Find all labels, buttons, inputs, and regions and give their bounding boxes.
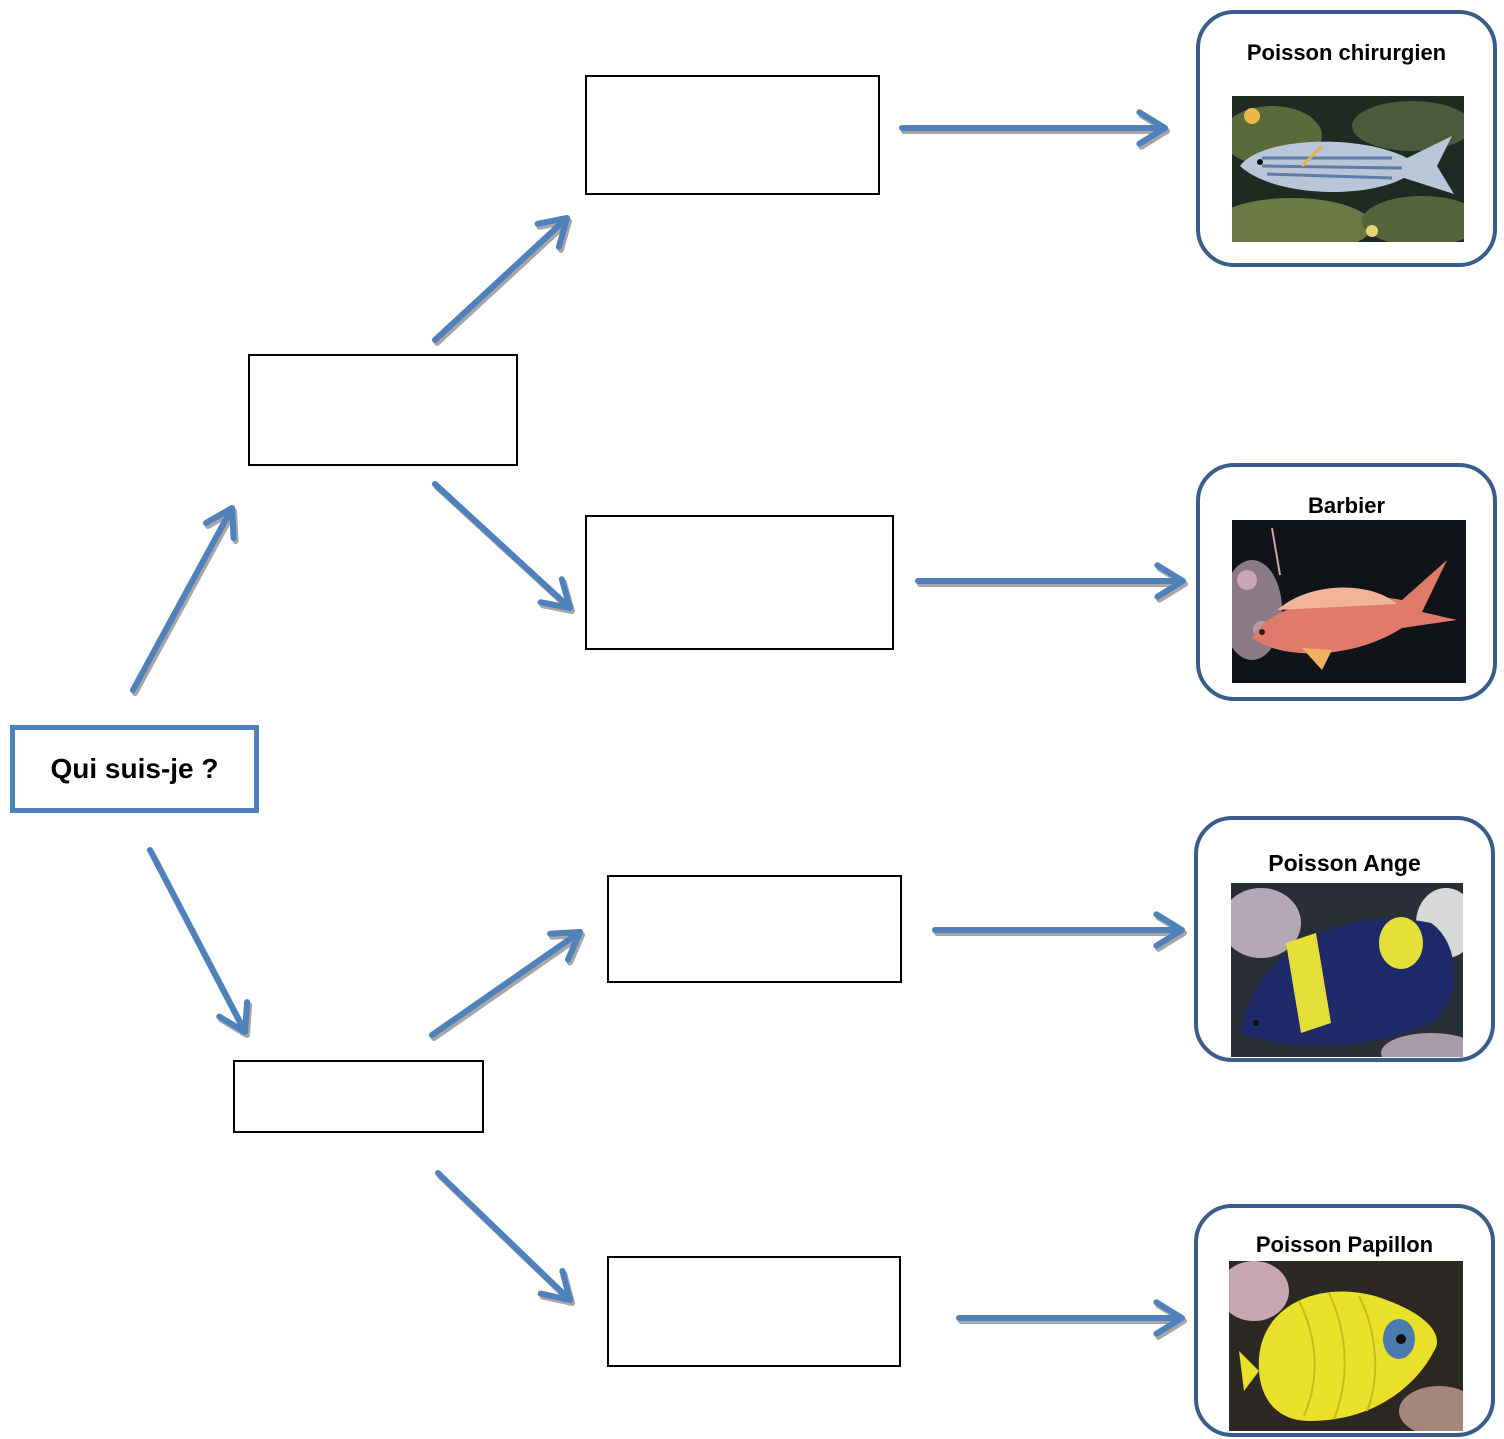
arrow-to-butterflyfish	[956, 1299, 1187, 1340]
arrow-to-barbier	[915, 562, 1188, 603]
criterion-box-bottom-lower[interactable]	[607, 1256, 901, 1367]
fish-name: Barbier	[1307, 493, 1386, 518]
arrow-bottom-to-lower	[435, 1170, 575, 1306]
arrow-top-to-upper-stroke	[432, 215, 570, 343]
arrow-top-to-upper-shadow	[434, 218, 572, 346]
fish-card-butterflyfish: Poisson Papillon	[1194, 1204, 1495, 1437]
arrow-bottom-to-upper-shadow	[431, 932, 585, 1041]
angelfish-photo	[1231, 883, 1463, 1057]
arrow-to-angelfish-stroke	[932, 911, 1185, 949]
fish-card-surgeonfish: Poisson chirurgien	[1196, 10, 1497, 267]
surgeonfish-photo	[1232, 96, 1464, 242]
arrow-top-to-upper	[432, 215, 572, 346]
arrow-root-to-bottom-stroke	[147, 847, 251, 1035]
arrow-root-to-top-shadow	[132, 508, 239, 696]
butterflyfish-photo	[1229, 1261, 1463, 1431]
fish-card-barbier: Barbier	[1196, 463, 1497, 701]
criterion-box-top[interactable]	[248, 354, 518, 466]
arrow-root-to-top-stroke	[130, 505, 237, 693]
arrow-top-to-lower	[432, 481, 575, 614]
fish-card-angelfish: Poisson Ange	[1194, 816, 1495, 1062]
arrow-to-surgeonfish	[899, 109, 1170, 150]
anthias-photo	[1232, 520, 1466, 683]
fish-name: Poisson chirurgien	[1246, 40, 1447, 65]
arrow-root-to-top	[130, 505, 239, 696]
arrow-to-surgeonfish-stroke	[899, 109, 1168, 147]
root-question-box: Qui suis-je ?	[10, 725, 259, 813]
arrow-top-to-lower-stroke	[432, 481, 573, 611]
criterion-box-bottom[interactable]	[233, 1060, 484, 1133]
arrow-root-to-bottom	[147, 847, 253, 1038]
arrow-to-angelfish	[932, 911, 1187, 952]
fish-name: Poisson Papillon	[1255, 1232, 1434, 1257]
arrow-bottom-to-upper	[429, 929, 585, 1041]
arrow-to-barbier-stroke	[915, 562, 1186, 600]
criterion-box-top-lower[interactable]	[585, 515, 894, 650]
root-question-label: Qui suis-je ?	[50, 753, 219, 784]
criterion-box-top-upper[interactable]	[585, 75, 880, 195]
arrow-bottom-to-upper-stroke	[429, 929, 583, 1038]
criterion-box-bottom-upper[interactable]	[607, 875, 902, 983]
arrow-bottom-to-lower-stroke	[435, 1170, 573, 1303]
arrow-to-butterflyfish-stroke	[956, 1299, 1185, 1337]
fish-name: Poisson Ange	[1268, 850, 1421, 876]
